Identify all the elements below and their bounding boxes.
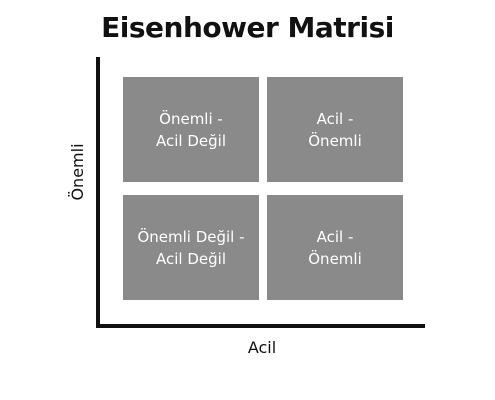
- quadrant-top-right: Acil - Önemli: [267, 77, 403, 182]
- y-axis-label: Önemli: [68, 143, 87, 201]
- y-axis-line: [96, 57, 100, 328]
- quadrant-bottom-left: Önemli Değil - Acil Değil: [123, 195, 259, 300]
- diagram-title: Eisenhower Matrisi: [101, 11, 394, 44]
- quadrant-bottom-right: Acil - Önemli: [267, 195, 403, 300]
- x-axis-line: [96, 324, 425, 328]
- quadrant-top-left: Önemli - Acil Değil: [123, 77, 259, 182]
- x-axis-label: Acil: [247, 338, 277, 357]
